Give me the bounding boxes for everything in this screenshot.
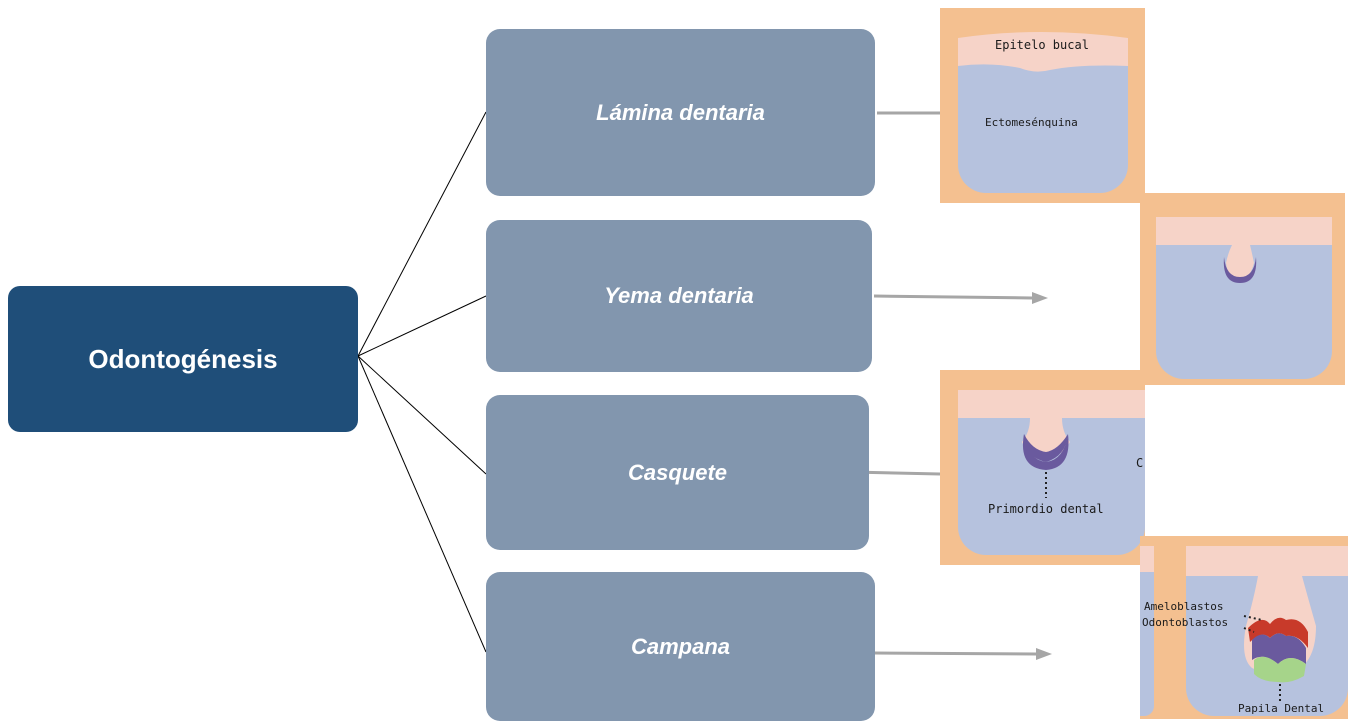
arrow-yema bbox=[873, 294, 1033, 300]
label-primordio-dental: Primordio dental bbox=[988, 502, 1104, 516]
label-cut-off: C bbox=[1136, 456, 1144, 470]
label-odontoblastos: Odontoblastos bbox=[1142, 616, 1229, 629]
arrowhead-yema bbox=[1032, 292, 1048, 304]
stage-label: Casquete bbox=[627, 459, 728, 485]
illustration-lamina: Epitelo bucal Ectomesénquina bbox=[940, 8, 1145, 203]
stage-label: Yema dentaria bbox=[604, 283, 754, 308]
stage-yema-dentaria: Yema dentaria bbox=[486, 220, 872, 372]
label-ameloblastos: Ameloblastos bbox=[1144, 600, 1224, 613]
illustration-campana: Ameloblastos Odontoblastos Papila Dental bbox=[1140, 536, 1348, 719]
stage-campana: Campana bbox=[486, 572, 875, 721]
stage-casquete: Casquete bbox=[486, 395, 869, 550]
epithelium-band bbox=[958, 32, 1128, 72]
label-epitelio-bucal: Epitelo bucal bbox=[995, 38, 1089, 52]
stage-label: Lámina dentaria bbox=[596, 99, 765, 125]
arrow-campana bbox=[873, 651, 1037, 656]
tooth-bud-drawing bbox=[1156, 217, 1332, 283]
label-ectomesenquima: Ectomesénquina bbox=[985, 116, 1078, 129]
stage-label: Campana bbox=[630, 633, 731, 659]
label-papila-dental: Papila Dental bbox=[1238, 702, 1325, 715]
branch-line-lamina bbox=[357, 111, 487, 357]
root-label: Odontogénesis bbox=[88, 343, 278, 374]
stage-lamina-dentaria: Lámina dentaria bbox=[486, 29, 875, 196]
branch-line-casquete bbox=[357, 355, 487, 475]
branch-line-campana bbox=[357, 355, 487, 653]
root-node: Odontogénesis bbox=[8, 286, 358, 432]
arrowhead-campana bbox=[1036, 648, 1052, 660]
branch-line-yema bbox=[357, 295, 487, 357]
ectomesenchyme-left bbox=[1140, 556, 1154, 716]
cap-stage-drawing bbox=[958, 390, 1145, 498]
illustration-casquete: Primordio dental C bbox=[940, 370, 1145, 565]
illustration-yema bbox=[1140, 193, 1345, 385]
bell-stage-drawing bbox=[1140, 546, 1348, 702]
